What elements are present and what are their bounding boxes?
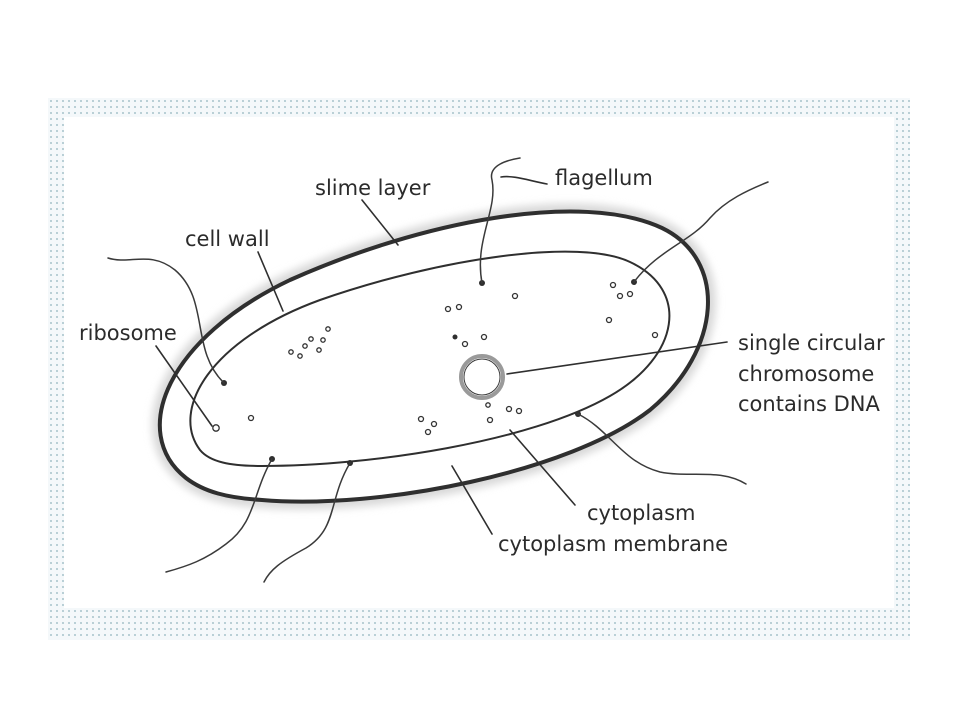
ribosome-dots — [212, 281, 659, 436]
leader-lines — [155, 175, 728, 535]
label-ribosome: ribosome — [79, 321, 177, 345]
label-flagellum: flagellum — [555, 166, 653, 190]
leader-cytoplasm-membrane — [451, 465, 493, 535]
leader-flagellum — [500, 175, 548, 185]
flagella — [107, 157, 769, 583]
chromosome-ring — [459, 354, 505, 400]
leader-cytoplasm — [509, 429, 576, 506]
label-cytoplasm: cytoplasm — [587, 501, 696, 525]
flagellum-tail-top — [479, 157, 521, 284]
label-chromosome-line3: contains DNA — [738, 392, 880, 416]
leader-ribosome — [155, 345, 213, 427]
label-slime-layer: slime layer — [315, 176, 431, 200]
label-cytoplasm-membrane: cytoplasm membrane — [498, 532, 728, 556]
leader-cell-wall — [257, 251, 284, 312]
flagellum-tail-left — [107, 257, 225, 384]
leader-chromosome — [506, 341, 728, 375]
flagellum-tail-bottom-left — [165, 458, 273, 573]
flagellum-tail-top-right — [633, 181, 769, 283]
chromosome-ring-inner — [463, 358, 501, 396]
label-cell-wall: cell wall — [185, 227, 270, 251]
label-chromosome-line1: single circular — [738, 331, 885, 355]
label-chromosome-line2: chromosome — [738, 362, 874, 386]
cytoplasm-membrane-outline — [189, 250, 671, 468]
leader-slime-layer — [361, 199, 399, 246]
flagellum-tail-right — [577, 413, 747, 485]
flagellum-tail-bottom — [263, 462, 351, 583]
